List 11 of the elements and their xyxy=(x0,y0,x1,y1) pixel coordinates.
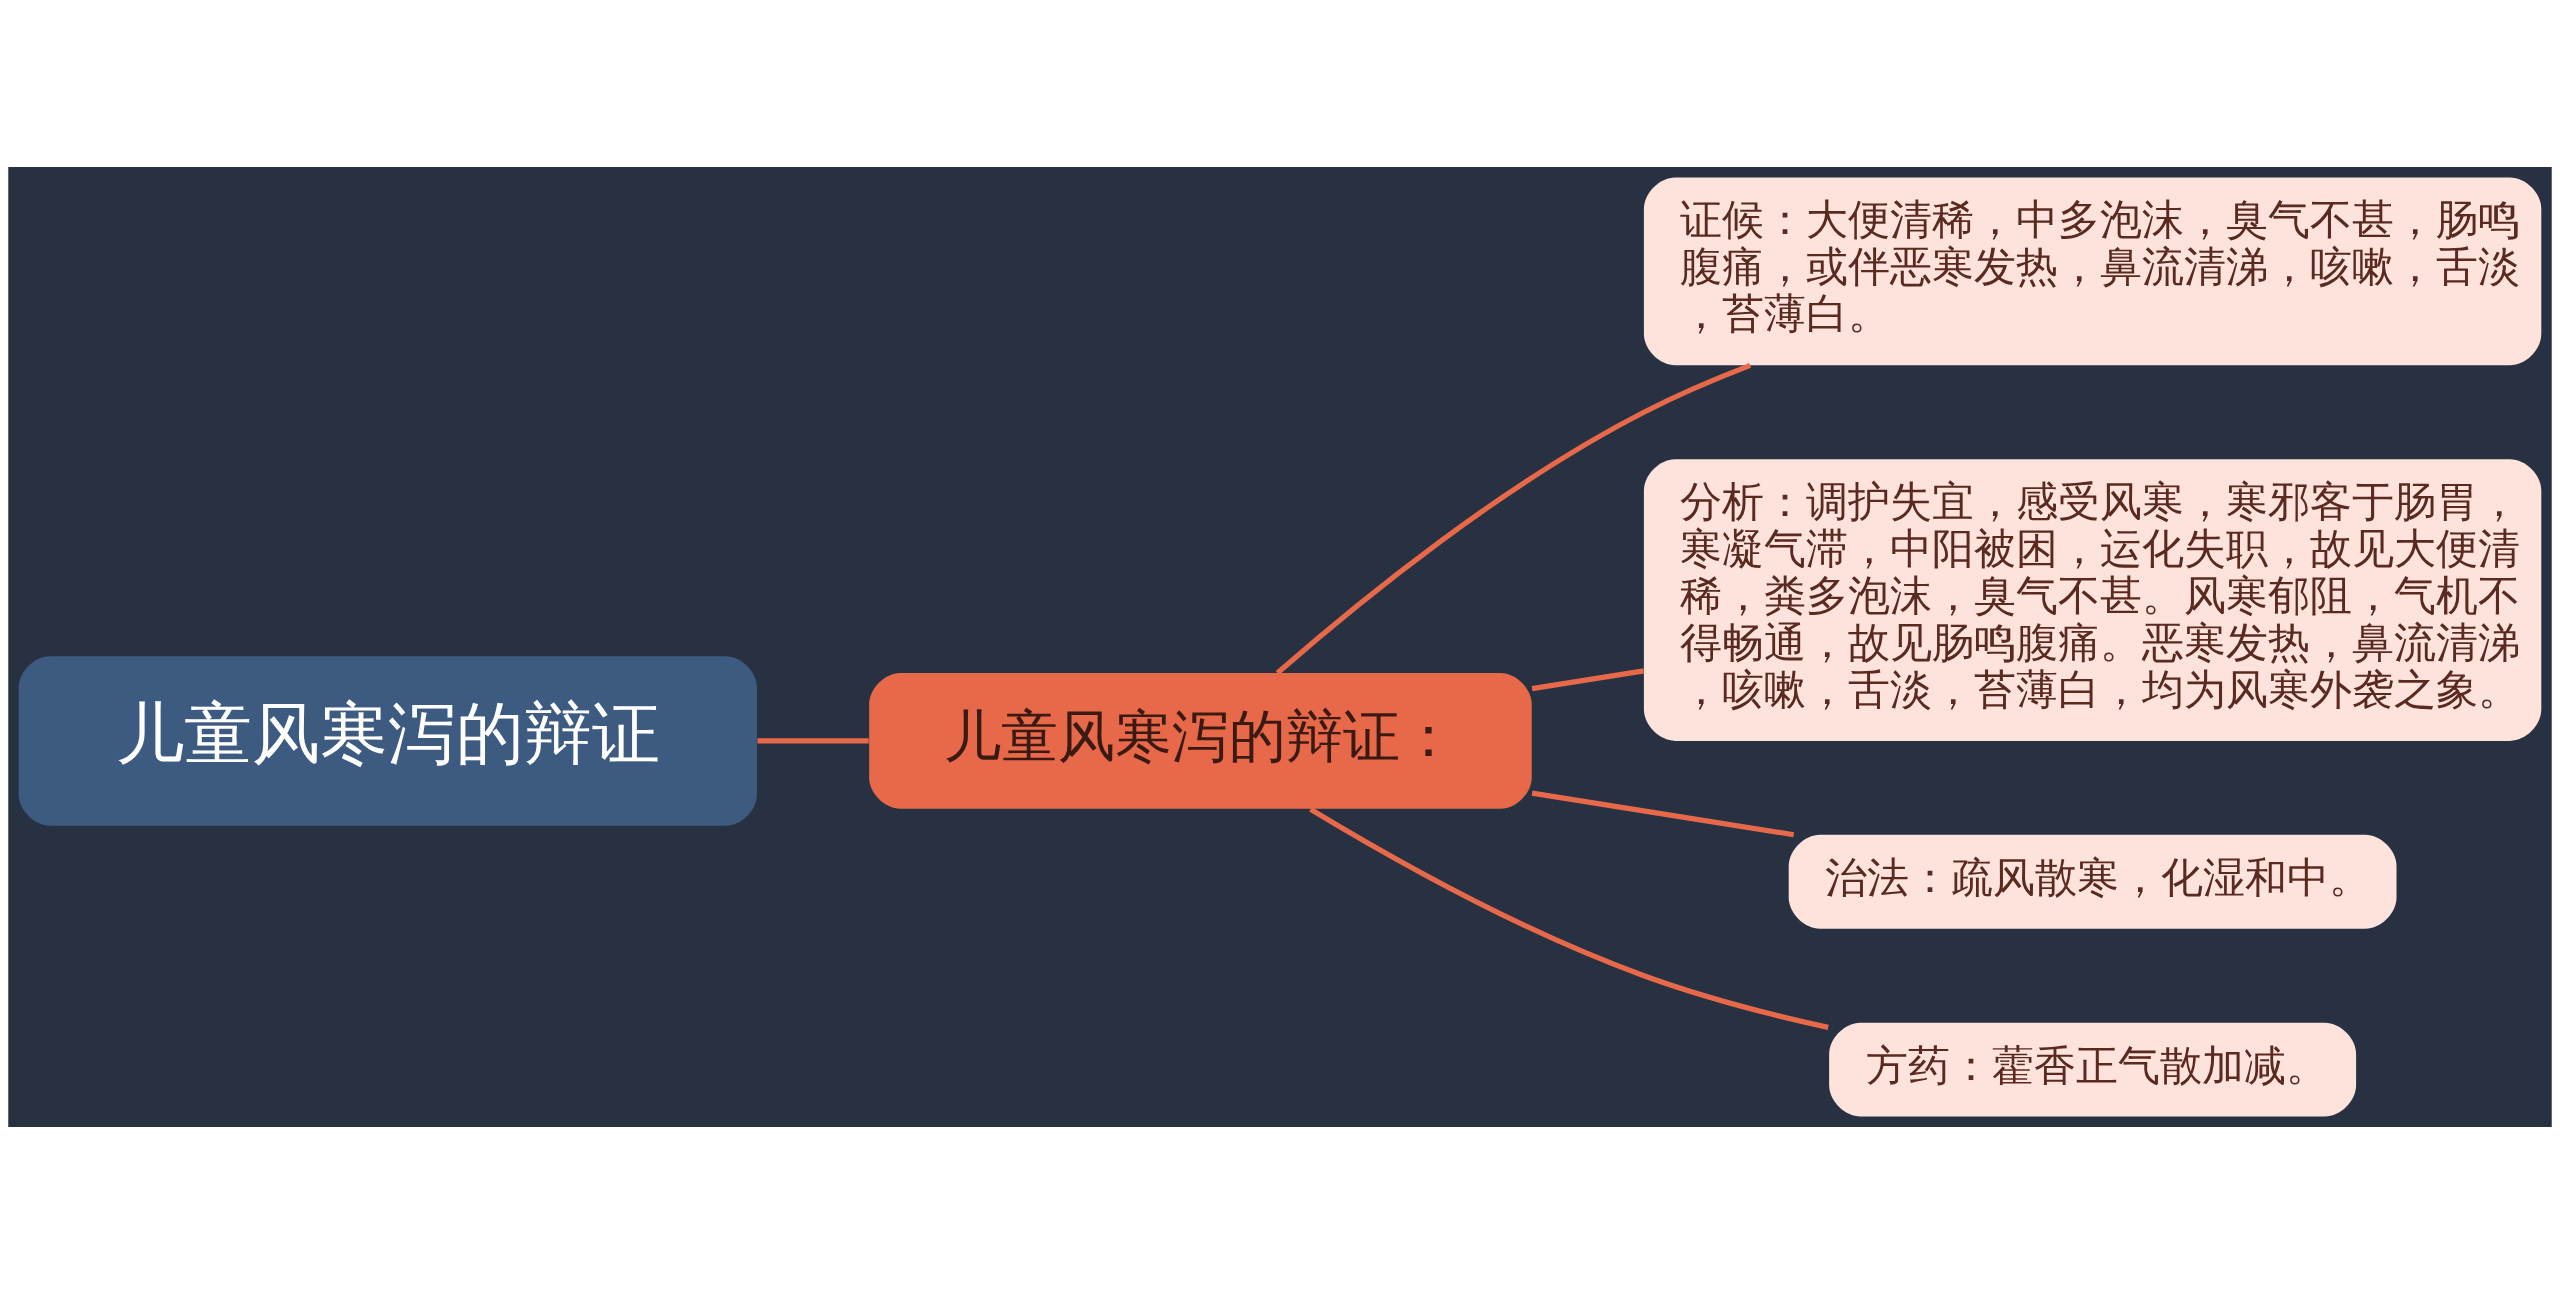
node-box: 治法：疏风散寒，化湿和中。 xyxy=(1788,834,2397,929)
node-box: 儿童风寒泻的辩证 xyxy=(18,656,757,826)
node-box: 儿童风寒泻的辩证： xyxy=(869,673,1532,809)
connector xyxy=(1275,362,1752,676)
connector xyxy=(1309,807,1829,1030)
node-box: 分析：调护失宜，感受风寒，寒邪客于肠胃，寒凝气滞，中阳被困，运化失职，故见大便清稀，粪多泡沫，臭气不甚。风寒郁阻，气机不得畅通，故见肠鸣腹痛。恶寒发热，鼻流清涕，咳嗽，舌淡，苔薄白，均为风寒外袭之象。 xyxy=(1643,459,2542,741)
connector xyxy=(757,738,869,744)
connector xyxy=(1531,668,1645,692)
node-box: 方药：藿香正气散加减。 xyxy=(1829,1022,2357,1117)
connector xyxy=(1531,790,1795,838)
node-box: 证候：大便清稀，中多泡沫，臭气不甚，肠鸣腹痛，或伴恶寒发热，鼻流清涕，咳嗽，舌淡，苔薄白。 xyxy=(1643,177,2542,366)
